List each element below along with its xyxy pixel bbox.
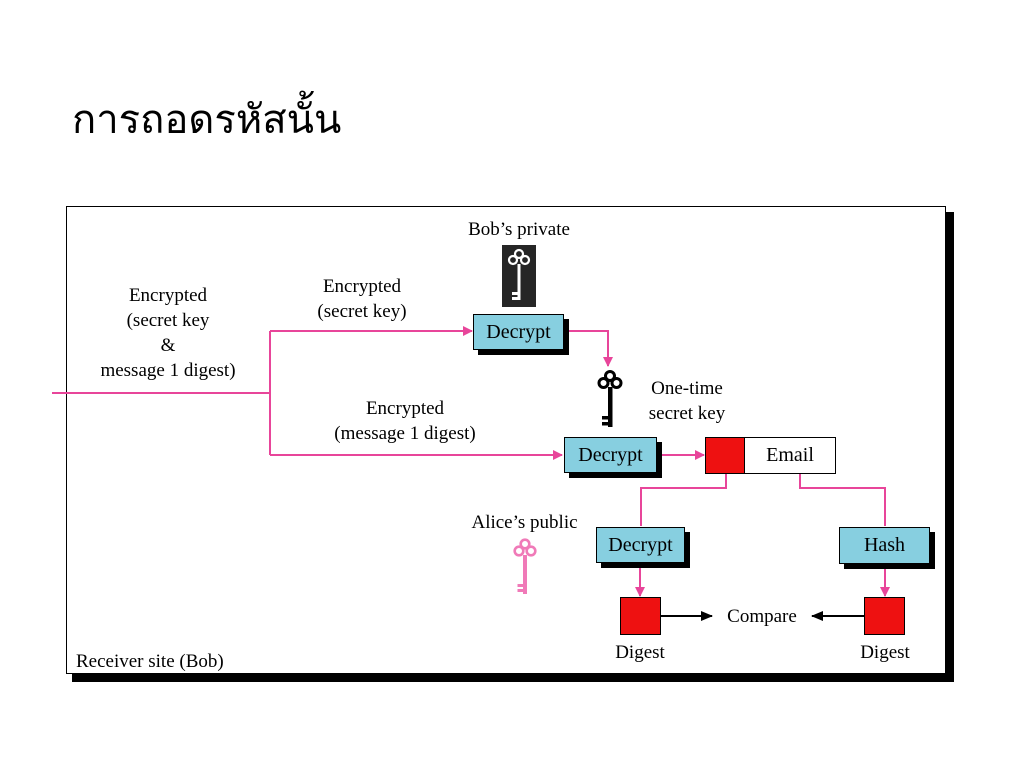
incoming-label-line-4: message 1 digest) <box>100 360 236 381</box>
one-time-secret-key-icon <box>594 368 626 430</box>
decrypt-secret-key-box: Decrypt <box>473 314 564 350</box>
decrypt-message-digest-box: Decrypt <box>564 437 657 473</box>
digest-red-square <box>705 437 745 474</box>
encrypted-secret-key-line-2: (secret key) <box>317 301 407 322</box>
alices-public-label: Alice’s public <box>471 512 578 533</box>
encrypted-message-digest-line-1: Encrypted <box>365 398 445 419</box>
one-time-secret-key-line-2: secret key <box>648 403 726 424</box>
encrypted-message-digest-label: Encrypted (message 1 digest) <box>310 396 500 446</box>
digest-left-label: Digest <box>615 642 665 663</box>
encrypted-secret-key-label: Encrypted (secret key) <box>292 274 432 324</box>
hash-box: Hash <box>839 527 930 564</box>
email-box: Email <box>744 437 836 474</box>
page-title: การถอดรหัสนั้น <box>72 97 342 143</box>
decrypt-signature-box: Decrypt <box>596 527 685 563</box>
alice-public-key-icon <box>510 536 540 596</box>
digest-right-label: Digest <box>860 642 910 663</box>
digest-right-square <box>864 597 905 635</box>
incoming-label-line-3: & <box>160 335 176 356</box>
incoming-label: Encrypted (secret key & message 1 digest… <box>78 283 258 383</box>
bob-private-key-icon <box>502 245 536 307</box>
receiver-site-label: Receiver site (Bob) <box>76 651 224 672</box>
incoming-label-line-1: Encrypted <box>128 285 208 306</box>
digest-left-square <box>620 597 661 635</box>
incoming-label-line-2: (secret key <box>126 310 210 331</box>
one-time-secret-key-label: One-time secret key <box>632 376 742 426</box>
bobs-private-label: Bob’s private <box>468 219 570 240</box>
encrypted-secret-key-line-1: Encrypted <box>322 276 402 297</box>
compare-label: Compare <box>727 606 797 627</box>
one-time-secret-key-line-1: One-time <box>651 378 723 399</box>
encrypted-message-digest-line-2: (message 1 digest) <box>334 423 476 444</box>
